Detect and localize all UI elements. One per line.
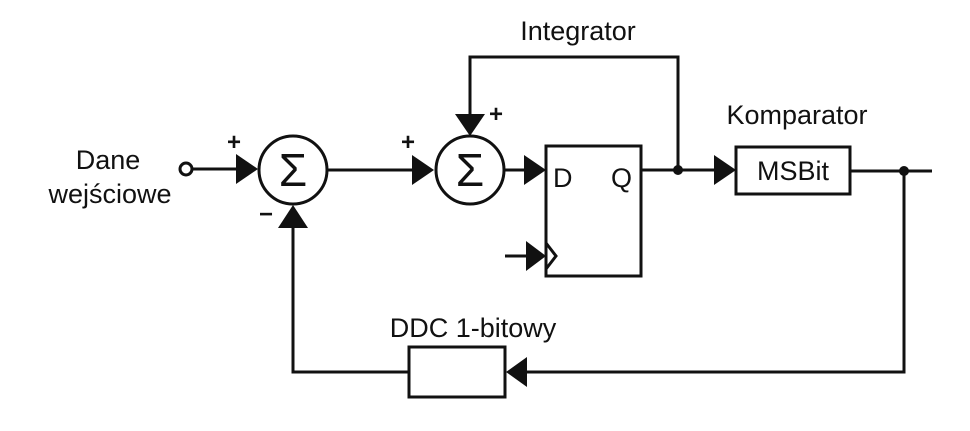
input-label-line1: Dane <box>76 145 141 175</box>
clock-input-icon <box>544 242 558 270</box>
arrow-icon <box>526 241 546 271</box>
minus-sign: − <box>259 201 273 228</box>
arrow-icon <box>412 155 434 185</box>
wire-dac-feedback <box>522 171 906 374</box>
plus-sign: + <box>401 129 415 156</box>
arrow-icon <box>714 155 736 185</box>
arrow-icon <box>278 205 308 228</box>
arrow-icon <box>524 155 546 185</box>
sum-symbol-1: Σ <box>279 144 307 196</box>
junction-dot <box>673 165 683 175</box>
dac-label: DDC 1-bitowy <box>390 313 557 343</box>
input-label-line2: wejściowe <box>47 179 171 209</box>
d-flipflop <box>544 144 643 278</box>
arrow-icon <box>455 114 485 136</box>
plus-sign: + <box>489 101 503 128</box>
integrator-label: Integrator <box>520 16 636 46</box>
comparator-block-label: MSBit <box>757 156 830 186</box>
input-terminal <box>178 161 194 177</box>
arrow-icon <box>236 154 258 184</box>
arrow-icon <box>506 357 527 387</box>
flipflop-q-label: Q <box>611 163 632 193</box>
plus-sign: + <box>227 129 241 156</box>
wire-integrator-feedback <box>468 55 680 170</box>
wire-dac-sum1 <box>291 224 409 374</box>
sum-symbol-2: Σ <box>456 144 484 196</box>
comparator-label: Komparator <box>726 100 867 130</box>
dac-block <box>407 345 507 399</box>
flipflop-d-label: D <box>553 163 573 193</box>
